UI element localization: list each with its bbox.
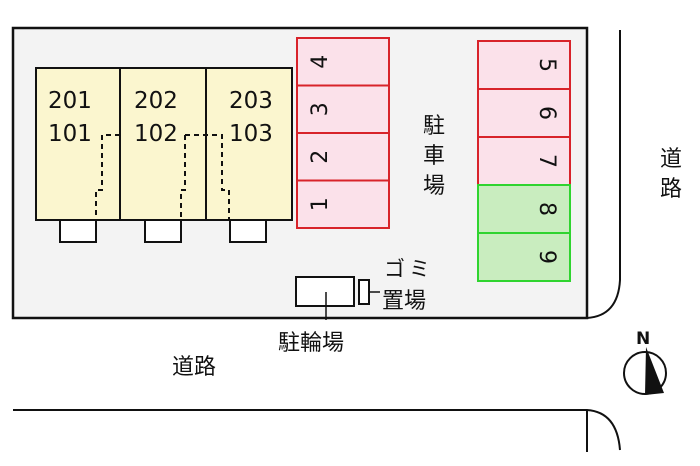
unit-label: 101 <box>48 121 92 147</box>
parking-label-char: 車 <box>423 144 445 169</box>
building: 201 101 202 102 203 103 <box>35 67 293 243</box>
parking-stall-number: 6 <box>534 106 559 120</box>
compass-needle-icon <box>645 347 664 395</box>
balcony <box>229 219 267 243</box>
unit-label: 203 <box>229 88 273 114</box>
unit-label: 102 <box>134 121 178 147</box>
parking-stall <box>477 40 571 90</box>
unit-label: 103 <box>229 121 273 147</box>
parking-stall <box>477 136 571 186</box>
parking-label-char: 駐 <box>423 114 445 139</box>
parking-stall-number: 1 <box>308 197 333 211</box>
balcony <box>144 219 182 243</box>
unit-2 <box>119 67 207 221</box>
parking-stall-number: 2 <box>308 150 333 164</box>
parking-stall-number: 4 <box>308 55 333 69</box>
parking-stall <box>296 84 390 134</box>
garbage-label: 置場 <box>382 289 426 314</box>
bike-shed <box>295 276 355 307</box>
road-label-right: 道 路 <box>660 147 682 202</box>
unit-label: 202 <box>134 88 178 114</box>
parking-stall <box>296 179 390 229</box>
balcony <box>59 219 97 243</box>
road-label-bottom: 道路 <box>172 355 216 380</box>
interior-lines <box>95 134 230 220</box>
parking-stall-number: 8 <box>534 202 559 216</box>
parking-label: 駐 車 場 <box>423 114 445 199</box>
parking-left: 4 3 2 1 <box>296 37 390 229</box>
parking-stall-number: 3 <box>308 102 333 116</box>
bike-parking-label: 駐輪場 <box>278 331 344 356</box>
unit-label: 201 <box>48 88 92 114</box>
compass: N <box>623 329 667 395</box>
road-edge-right <box>586 30 621 319</box>
road-label-char: 路 <box>660 177 682 202</box>
garbage-label: ゴミ <box>384 257 434 281</box>
garbage-area <box>358 279 370 305</box>
road-edge-bottom <box>13 409 621 451</box>
parking-stall-number: 9 <box>534 250 559 264</box>
compass-north-label: N <box>636 329 650 349</box>
road-label-char: 道 <box>660 147 682 172</box>
parking-label-char: 場 <box>423 174 445 199</box>
parking-stall <box>477 232 571 282</box>
parking-right: 5 6 7 8 9 <box>477 40 571 282</box>
parking-stall-number: 5 <box>534 58 559 72</box>
parking-stall <box>296 132 390 182</box>
unit-1 <box>35 67 121 221</box>
parking-stall-number: 7 <box>534 154 559 168</box>
